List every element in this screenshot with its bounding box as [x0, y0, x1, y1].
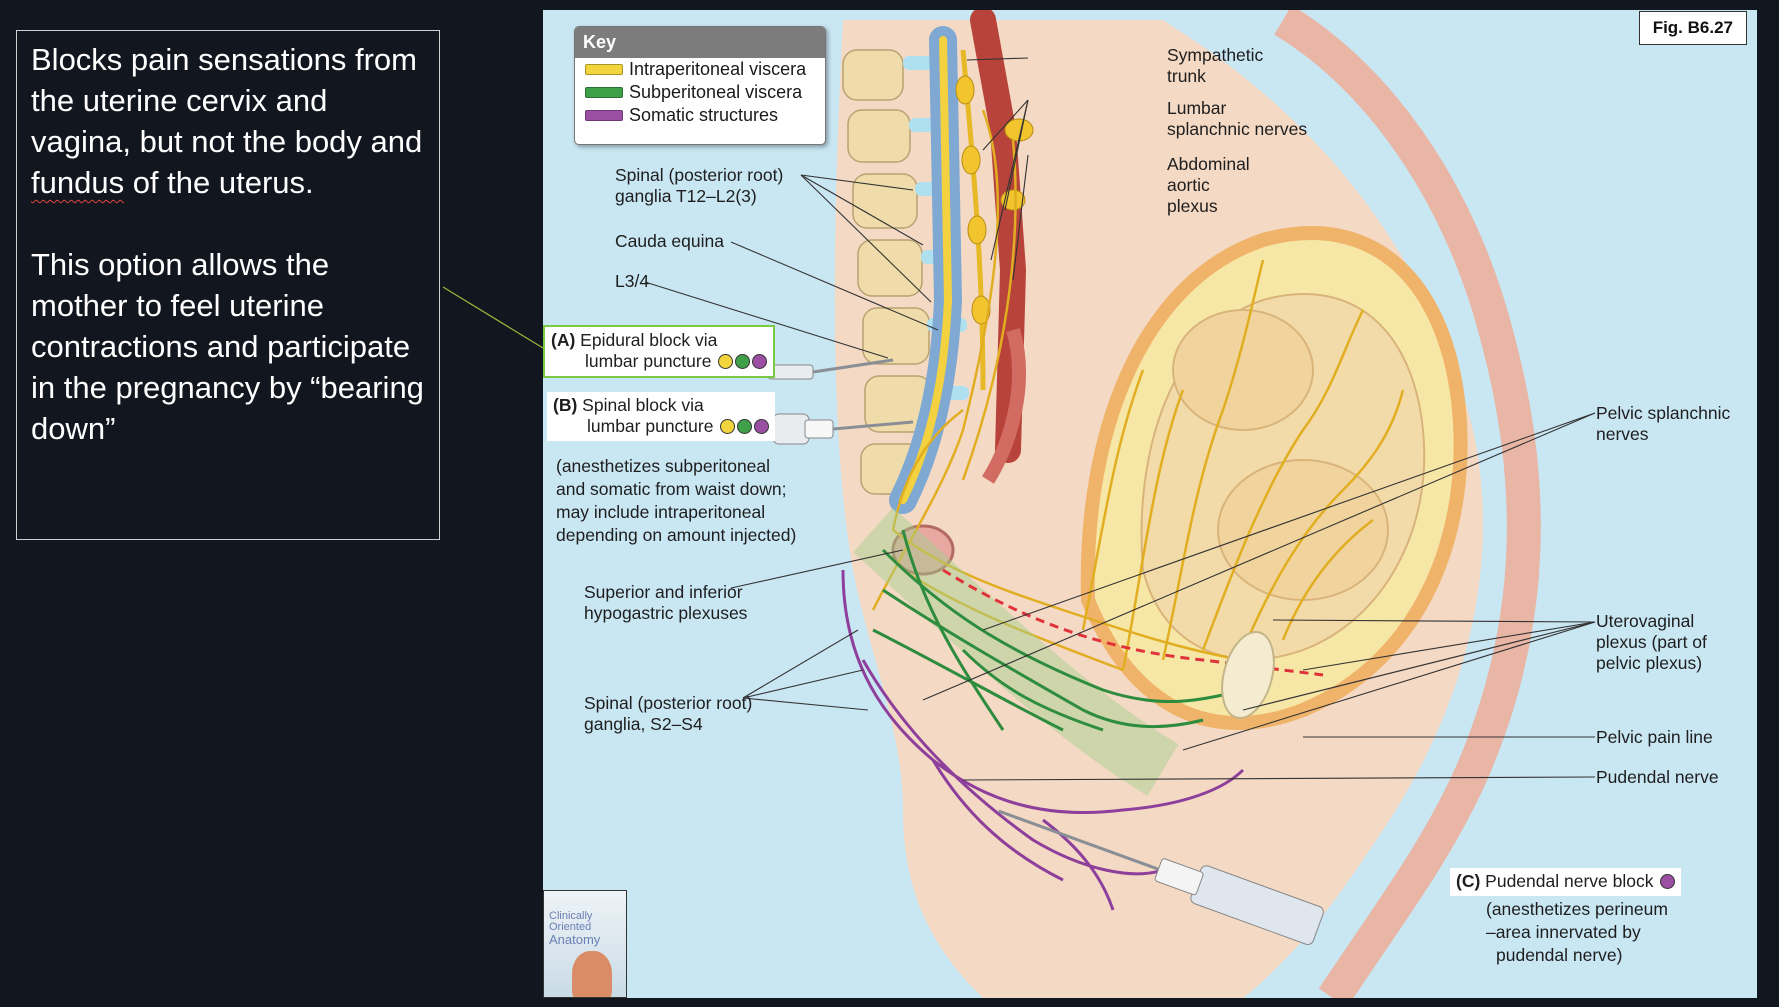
- purple-swatch-icon: [585, 110, 623, 121]
- explanation-paragraph-2: This option allows the mother to feel ut…: [31, 247, 424, 446]
- anatomy-figure: Fig. B6.27 Key Intraperitoneal viscera S…: [543, 10, 1757, 998]
- label-pudendal-block-note: (anesthetizes perineum–area innervated b…: [1486, 899, 1668, 965]
- yellow-dot-icon: [720, 419, 736, 434]
- callout-pudendal-block: (C) Pudendal nerve block: [1450, 868, 1682, 896]
- callout-epidural-block: (A) Epidural block via lumbar puncture: [543, 325, 776, 378]
- purple-dot-icon: [1660, 874, 1676, 889]
- label-l3-4: L3/4: [615, 271, 650, 291]
- explanation-textbox: Blocks pain sensations from the uterine …: [16, 30, 440, 540]
- callout-spinal-block: (B) Spinal block via lumbar puncture: [547, 392, 776, 441]
- legend-item-somatic: Somatic structures: [575, 104, 825, 127]
- green-swatch-icon: [585, 87, 623, 98]
- legend-item-intraperitoneal: Intraperitoneal viscera: [575, 58, 825, 81]
- legend-item-subperitoneal: Subperitoneal viscera: [575, 81, 825, 104]
- purple-dot-icon: [754, 419, 770, 434]
- figure-number-label: Fig. B6.27: [1638, 11, 1747, 45]
- textbook-cover-thumbnail: Clinically Oriented Anatomy: [543, 890, 627, 998]
- explanation-paragraph-1: Blocks pain sensations from the uterine …: [31, 42, 423, 200]
- label-spinal-ganglia-upper: Spinal (posterior root)ganglia T12–L2(3): [615, 165, 784, 206]
- label-pelvic-pain-line: Pelvic pain line: [1596, 727, 1713, 747]
- callout-connector-line: [442, 286, 544, 349]
- purple-dot-icon: [752, 354, 768, 369]
- spellcheck-word: fundus: [31, 165, 125, 200]
- label-pudendal-nerve: Pudendal nerve: [1596, 767, 1719, 787]
- anatomy-illustration: [644, 10, 1757, 998]
- legend-key: Key Intraperitoneal viscera Subperitonea…: [574, 26, 826, 145]
- label-spinal-ganglia-lower: Spinal (posterior root)ganglia, S2–S4: [584, 693, 753, 734]
- face-illustration-icon: [572, 951, 612, 997]
- label-cauda-equina: Cauda equina: [615, 231, 724, 251]
- green-dot-icon: [735, 354, 751, 369]
- yellow-swatch-icon: [585, 64, 623, 75]
- green-dot-icon: [737, 419, 753, 434]
- yellow-dot-icon: [718, 354, 734, 369]
- legend-title: Key: [575, 27, 825, 58]
